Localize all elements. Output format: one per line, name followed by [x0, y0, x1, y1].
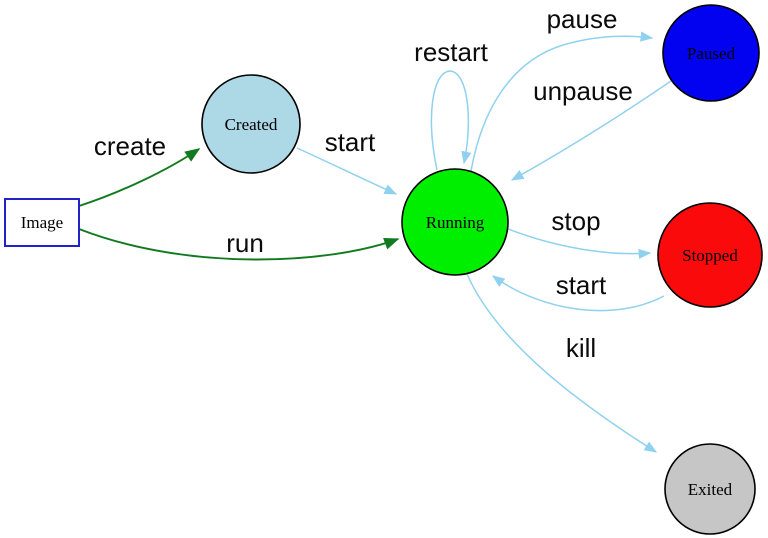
node-exited: Exited	[664, 443, 756, 535]
edge-create-line	[78, 148, 201, 207]
edge-kill-line	[466, 273, 658, 453]
node-image: Image	[4, 198, 80, 247]
edge-create: create	[78, 131, 201, 207]
node-paused-shape	[662, 4, 760, 102]
edge-restart-label: restart	[414, 37, 488, 67]
edge-pause-label: pause	[547, 4, 618, 34]
edge-kill: kill	[466, 273, 658, 453]
edge-restart-line	[430, 70, 472, 171]
edge-unpause: unpause	[510, 76, 672, 181]
edge-kill-label: kill	[566, 333, 596, 363]
edge-create-label: create	[94, 131, 166, 161]
node-created-shape	[201, 74, 301, 174]
node-running-shape	[401, 168, 509, 276]
edge-start2-line	[491, 275, 665, 312]
edge-start-stopped-running: start	[491, 270, 665, 312]
node-image-label: Image	[21, 213, 63, 232]
edge-restart-self-loop: restart	[414, 37, 489, 171]
edge-stop-label: stop	[551, 206, 600, 236]
edge-pause: pause	[470, 4, 654, 172]
edge-stop: stop	[507, 206, 652, 259]
node-paused-label: Paused	[687, 44, 736, 63]
node-paused: Paused	[662, 4, 760, 102]
edge-run-label: run	[226, 228, 264, 258]
edge-start-line	[296, 147, 398, 195]
node-exited-shape	[664, 443, 756, 535]
edge-run: run	[78, 228, 400, 261]
node-image-shape	[4, 198, 80, 247]
node-running: Running	[401, 168, 509, 276]
node-stopped-shape	[657, 202, 763, 308]
edge-start2-label: start	[556, 270, 607, 300]
edge-run-line	[78, 228, 400, 261]
edge-start-created-running: start	[296, 127, 398, 195]
edge-unpause-label: unpause	[533, 76, 633, 106]
edge-start-label: start	[325, 127, 376, 157]
edge-unpause-line	[510, 80, 672, 181]
edge-stop-line	[507, 228, 652, 259]
node-running-label: Running	[426, 213, 485, 232]
edge-pause-line	[470, 31, 654, 172]
node-stopped-label: Stopped	[682, 246, 738, 265]
node-stopped: Stopped	[657, 202, 763, 308]
node-exited-label: Exited	[688, 480, 733, 499]
node-created-label: Created	[225, 115, 278, 134]
node-created: Created	[201, 74, 301, 174]
